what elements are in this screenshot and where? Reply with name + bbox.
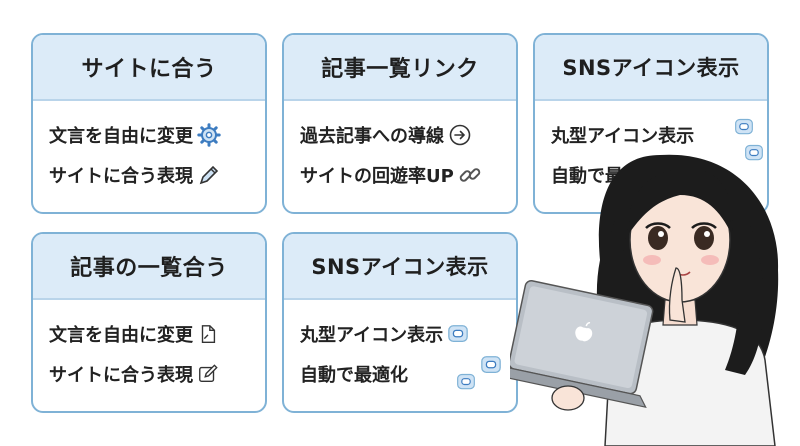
chat-bubble-icon [745, 144, 763, 161]
chat-bubble-icon [481, 356, 501, 373]
card-title: サイトに合う [33, 35, 265, 101]
card-line: 丸型アイコン表示 [551, 115, 767, 155]
pencil-icon [197, 163, 221, 187]
card-title: SNSアイコン表示 [535, 35, 767, 101]
card-line-text: サイトの回遊率UP [300, 166, 454, 187]
card-line-text: 過去記事への導線 [300, 126, 444, 147]
card-line: サイトの回遊率UP [300, 155, 516, 195]
card-title: 記事一覧リンク [284, 35, 516, 101]
card-title: 記事の一覧合う [33, 234, 265, 300]
card-line-text: 文言を自由に変更 [49, 325, 193, 346]
card-line: 自動で最適化 [300, 354, 516, 394]
card-line-text: 自動で最適化 [300, 365, 408, 386]
card-line: 文言を自由に変更 [49, 115, 265, 155]
card-line: 文言を自由に変更 [49, 314, 265, 354]
card-line-text: 丸型アイコン表示 [551, 126, 695, 147]
gear-icon [197, 123, 221, 147]
card-line: サイトに合う表現 [49, 155, 265, 195]
chat-bubble-icon [735, 118, 753, 135]
person-with-laptop-illustration [510, 154, 779, 446]
feature-card-article-fit: 記事の一覧合う 文言を自由に変更 サイトに合う表現 [31, 232, 267, 413]
card-line-text: 丸型アイコン表示 [300, 325, 444, 346]
card-line-text: サイトに合う表現 [49, 365, 193, 386]
chat-bubble-icon [447, 323, 469, 345]
card-title: SNSアイコン表示 [284, 234, 516, 300]
feature-card-site-fit: サイトに合う 文言を自由に変更 サイトに合う表現 [31, 33, 267, 214]
arrow-right-circle-icon [448, 123, 472, 147]
edit-icon [197, 363, 219, 385]
card-line-text: サイトに合う表現 [49, 166, 193, 187]
card-line: 過去記事への導線 [300, 115, 516, 155]
chat-bubble-icon [457, 373, 475, 390]
link-icon [458, 163, 482, 187]
document-icon [197, 323, 219, 345]
feature-card-article-list: 記事一覧リンク 過去記事への導線 サイトの回遊率UP [282, 33, 518, 214]
feature-card-sns-icons-2: SNSアイコン表示 丸型アイコン表示 自動で最適化 [282, 232, 518, 413]
card-line: 丸型アイコン表示 [300, 314, 516, 354]
card-line: サイトに合う表現 [49, 354, 265, 394]
card-line-text: 文言を自由に変更 [49, 126, 193, 147]
